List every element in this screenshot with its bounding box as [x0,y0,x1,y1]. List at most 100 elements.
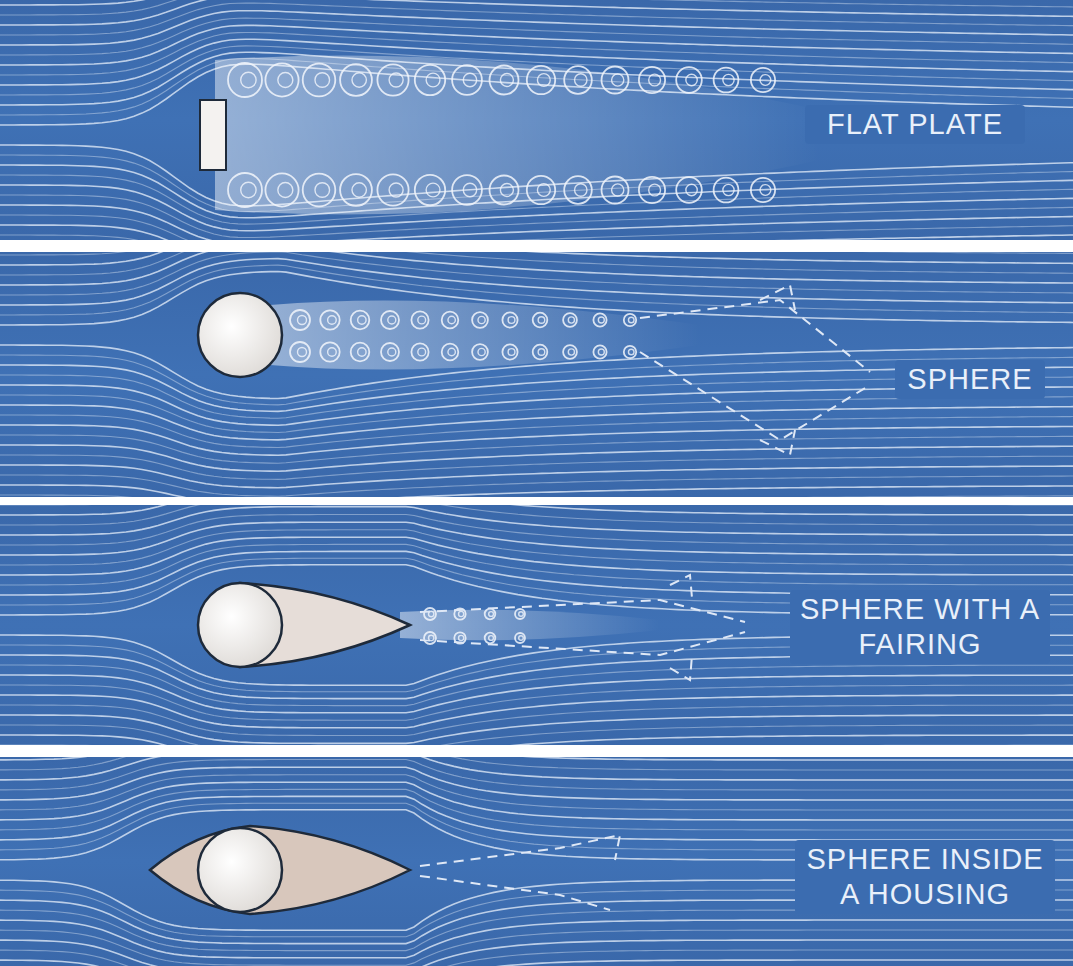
vortex [298,348,307,357]
vortex [478,348,485,355]
vortex [568,349,574,355]
streamline [0,435,1073,463]
dashed-arrow [420,876,610,910]
vortex [751,178,775,202]
vortex [568,317,574,323]
streamline [0,252,1073,295]
vortex [527,176,555,204]
vortex [452,65,482,95]
vortex [303,174,336,207]
streamline [0,485,1073,497]
vortex [639,177,665,203]
streamline [0,960,1073,966]
panel-label: FLAT PLATE [805,105,1025,144]
vortex [537,184,550,197]
vortex [352,73,366,87]
streamline [0,695,1073,728]
vortex [676,67,702,93]
flat-plate [200,100,226,170]
vortex [602,177,629,204]
streamline [0,495,1073,497]
streamline [0,735,1073,745]
vortex [228,63,262,97]
vortex [389,73,403,87]
streamline [0,551,1073,595]
wake [400,610,660,640]
dashed-arrow [420,835,620,866]
vortex [388,348,396,356]
vortex [328,348,337,357]
vortex [448,348,455,355]
vortex [527,66,555,94]
vortex [639,67,665,93]
vortex [490,176,519,205]
vortex [278,183,293,198]
streamline [0,3,1073,35]
vortex [537,74,550,87]
vortex [452,175,482,205]
vortex [388,316,396,324]
vortex [340,174,372,206]
sphere [198,583,282,667]
vortex [686,184,697,195]
vortex [538,349,545,356]
vortex [575,184,587,196]
vortex [340,64,372,96]
panel-ground [0,252,1073,497]
vortex [415,65,445,95]
vortex [351,311,370,330]
dashed-arrow [420,600,745,622]
streamline [0,522,1073,555]
vortex [575,74,587,86]
vortex [442,312,459,329]
vortex [502,312,517,327]
streamline [0,505,1073,515]
vortex [265,63,298,96]
arrow-wing [760,430,795,455]
vortex [649,184,661,196]
streamline [0,252,1073,265]
vortex [320,310,339,329]
vortex [628,317,634,323]
vortex [424,608,436,620]
panel-ground [0,0,1073,240]
streamline [0,515,1073,546]
vortex [593,313,606,326]
vortex [649,74,661,86]
vortex [723,184,734,195]
vortex [411,311,428,328]
vortex [265,173,298,206]
streamline [0,0,1073,25]
streamline [0,782,1073,820]
vortex [519,612,524,617]
vortex [612,184,624,196]
streamline [0,507,1073,535]
vortex [320,342,339,361]
vortex [564,176,592,204]
vortex [500,184,513,197]
streamline [0,215,1073,240]
vortex [241,182,256,197]
vortex [628,349,634,355]
wake [215,56,820,215]
vortices [228,63,775,644]
vortex [563,345,577,359]
vortex [328,316,337,325]
vortex [485,633,496,644]
streamline [0,0,1073,15]
streamline [0,920,1073,958]
vortex [760,75,771,86]
streamlines [0,0,1073,240]
vortex [463,183,476,196]
vortex [472,312,488,328]
streamline [0,225,1073,240]
vortex [442,344,459,361]
vortex [508,317,515,324]
vortex [598,317,604,323]
vortex [290,310,310,330]
vortex [426,183,440,197]
vortex [418,316,426,324]
streamlines [0,505,1073,745]
streamline [0,25,1073,65]
